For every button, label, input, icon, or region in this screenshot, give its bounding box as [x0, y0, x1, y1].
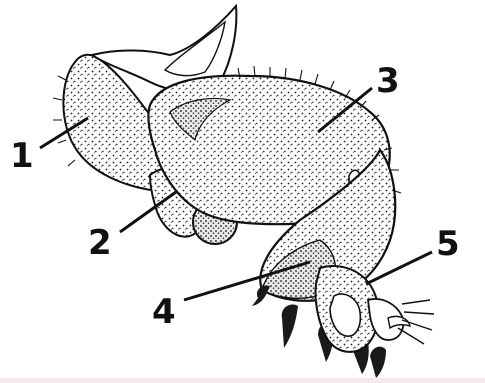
bottom-band	[0, 378, 485, 383]
spur-1	[252, 286, 270, 306]
label-4: 4	[152, 292, 176, 332]
label-1: 1	[10, 136, 34, 176]
spur-5	[370, 347, 386, 378]
label-2: 2	[88, 223, 112, 263]
spur-2	[282, 305, 298, 349]
label-5: 5	[436, 224, 460, 264]
label-3: 3	[376, 61, 400, 101]
